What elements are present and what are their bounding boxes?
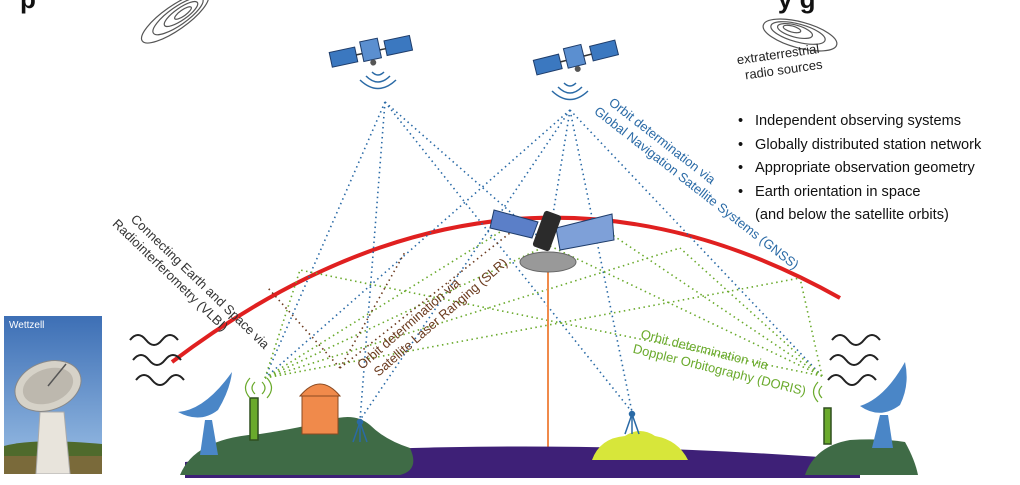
slr-caption-line-1: Orbit determination via (354, 275, 463, 373)
vlbi-caption-line-2: Radiointerferometry (VLBI) (110, 216, 232, 334)
gnss-satellite-right-signal-icon (551, 82, 589, 101)
radio-source-spiral-right-icon (762, 18, 838, 52)
bullet-item: • Appropriate observation geometry (738, 157, 1020, 181)
wettzell-label: Wettzell (9, 320, 45, 331)
vlbi-antenna-right-icon (860, 362, 907, 448)
slr-caption-line-2: Satellite Laser Ranging (SLR) (371, 255, 511, 379)
ground-left-hill (180, 416, 414, 475)
slr-laser-lines (267, 224, 521, 369)
bullet-list: • Independent observing systems • Globally… (738, 110, 1020, 228)
vlbi-caption-line-1: Connecting Earth and Space via (128, 211, 273, 352)
radio-source-spiral-left-icon (140, 0, 210, 44)
ground-yellow-hill (592, 431, 688, 460)
bullet-item: (and below the satellite orbits) (738, 204, 1020, 228)
wettzell-photo-image (4, 316, 102, 474)
title-fragment-right: y g (778, 0, 816, 14)
gnss-caption-line-1: Orbit determination via (606, 95, 719, 188)
title-strip: py g (20, 0, 1020, 14)
doris-signal-lines (264, 229, 823, 379)
gnss-tripod-right-icon (624, 410, 640, 435)
radio-wave-left-icon (129, 334, 185, 386)
wettzell-photo: Wettzell (4, 316, 102, 474)
title-fragment-left: p (20, 0, 36, 14)
bullet-item: • Independent observing systems (738, 110, 1020, 134)
bullet-text: Earth orientation in space (755, 183, 921, 200)
doris-beacon-left-icon (244, 377, 273, 441)
bullet-text: Independent observing systems (755, 113, 962, 129)
bullet-item: • Globally distributed station network (738, 134, 1020, 158)
doris-beacon-right-icon (812, 381, 832, 445)
bullet-dot: • (738, 113, 744, 129)
gnss-satellite-left-icon (328, 34, 414, 68)
bullet-text: Appropriate observation geometry (755, 160, 975, 176)
bullet-text: (and below the satellite orbits) (755, 207, 949, 223)
gnss-satellite-right-icon (532, 39, 620, 76)
radio-wave-right-icon (827, 334, 881, 386)
gnss-tripod-left-icon (352, 418, 368, 443)
extraterrestrial-label: extraterrestrial radio sources (736, 40, 826, 83)
slr-observatory-icon (298, 383, 342, 435)
bullet-text: Globally distributed station network (755, 136, 982, 153)
slr-caption: Orbit determination via Satellite Laser … (354, 255, 511, 379)
bullet-dot: • (738, 183, 744, 200)
bullet-item: • Earth orientation in space (738, 181, 1020, 205)
gnss-satellite-left-signal-icon (359, 71, 397, 90)
bullet-dot: • (738, 136, 744, 153)
ground-right-hill (805, 439, 918, 475)
bullet-dot: • (738, 160, 744, 176)
leo-satellite-icon (489, 209, 615, 273)
doris-caption: Orbit determination via Doppler Orbitogr… (632, 326, 808, 398)
vlbi-caption: Connecting Earth and Space via Radiointe… (110, 211, 273, 352)
vlbi-antenna-left-icon (178, 372, 232, 455)
